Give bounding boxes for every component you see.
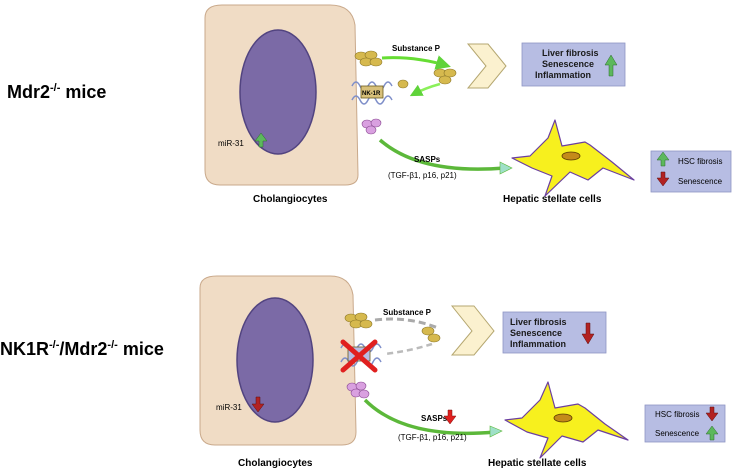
top-hsc-label: Hepatic stellate cells [503, 194, 602, 205]
bottom-nucleus [236, 297, 314, 423]
top-sasps-detail: (TGF-β1, p16, p21) [388, 171, 457, 180]
top-stellate-nucleus [561, 151, 581, 161]
top-ligand-cluster [354, 50, 383, 67]
top-sasp-cluster [361, 118, 382, 135]
bottom-stellate-nucleus [553, 413, 573, 423]
top-free-ligands [397, 68, 457, 89]
bottom-sasps-detail: (TGF-β1, p16, p21) [398, 433, 467, 442]
top-mirna-up-arrow-icon [254, 132, 268, 148]
top-mouse-title: Mdr2-/- mice [7, 82, 106, 102]
top-substance-p-arrow [381, 55, 451, 70]
top-cholangiocytes-label: Cholangiocytes [253, 194, 328, 205]
bottom-panel: NK1R-/-/Mdr2-/- mice miR-31 S [0, 275, 726, 469]
top-panel: Mdr2-/- mice miR-31 NK-1R Substance [7, 4, 732, 205]
top-chevron-arrow [466, 43, 507, 89]
top-hsc-senescence-down-arrow-icon [656, 171, 670, 187]
bottom-mirna-down-arrow-icon [251, 396, 265, 413]
bottom-chevron-arrow [450, 305, 495, 356]
top-ligand-binding-arrow [409, 82, 441, 97]
bottom-hsc-senescence-up-arrow-icon [705, 425, 719, 441]
bottom-ligand-cluster [344, 312, 373, 329]
bottom-ligand-binding-arrow [384, 342, 433, 356]
top-substance-p-label: Substance P [392, 44, 441, 53]
bottom-sasp-cluster [346, 381, 370, 399]
top-sasp-arrow [378, 138, 506, 171]
top-effect-inflammation: Inflammation [535, 70, 591, 80]
top-hsc-senescence: Senescence [678, 177, 723, 186]
svg-text:NK-1R: NK-1R [362, 91, 381, 97]
top-sasps-label: SASPs [414, 155, 441, 164]
bottom-effect-liver-fibrosis: Liver fibrosis [510, 317, 567, 327]
bottom-hsc-senescence: Senescence [655, 429, 700, 438]
bottom-effect-down-arrow-icon [581, 322, 595, 345]
top-hsc-fibrosis: HSC fibrosis [678, 157, 722, 166]
top-mirna-label: miR-31 [218, 139, 244, 148]
bottom-sasp-arrowhead [489, 425, 503, 438]
bottom-hsc-label: Hepatic stellate cells [488, 458, 587, 469]
top-nucleus [239, 29, 317, 155]
top-hsc-fibrosis-up-arrow-icon [656, 151, 670, 167]
top-effect-up-arrow-icon [604, 54, 618, 77]
bottom-knockout-cross-icon [340, 339, 378, 373]
bottom-mouse-title: NK1R-/-/Mdr2-/- mice [0, 339, 164, 359]
bottom-substance-p-label: Substance P [383, 308, 432, 317]
bottom-effect-senescence: Senescence [510, 328, 562, 338]
bottom-substance-p-arrow [374, 317, 439, 330]
bottom-free-ligands [421, 326, 441, 343]
bottom-hsc-fibrosis: HSC fibrosis [655, 410, 699, 419]
top-effect-liver-fibrosis: Liver fibrosis [542, 48, 599, 58]
bottom-cholangiocytes-label: Cholangiocytes [238, 458, 313, 469]
bottom-effect-inflammation: Inflammation [510, 339, 566, 349]
bottom-sasp-arrow [363, 398, 496, 436]
bottom-sasps-down-arrow-icon [443, 409, 457, 425]
bottom-mirna-label: miR-31 [216, 403, 242, 412]
bottom-hsc-fibrosis-down-arrow-icon [705, 406, 719, 422]
top-sasp-arrowhead [499, 161, 513, 175]
top-effect-senescence: Senescence [542, 59, 594, 69]
top-nk1r-receptor: NK-1R [351, 81, 393, 105]
bottom-sasps-label: SASPs [421, 414, 448, 423]
